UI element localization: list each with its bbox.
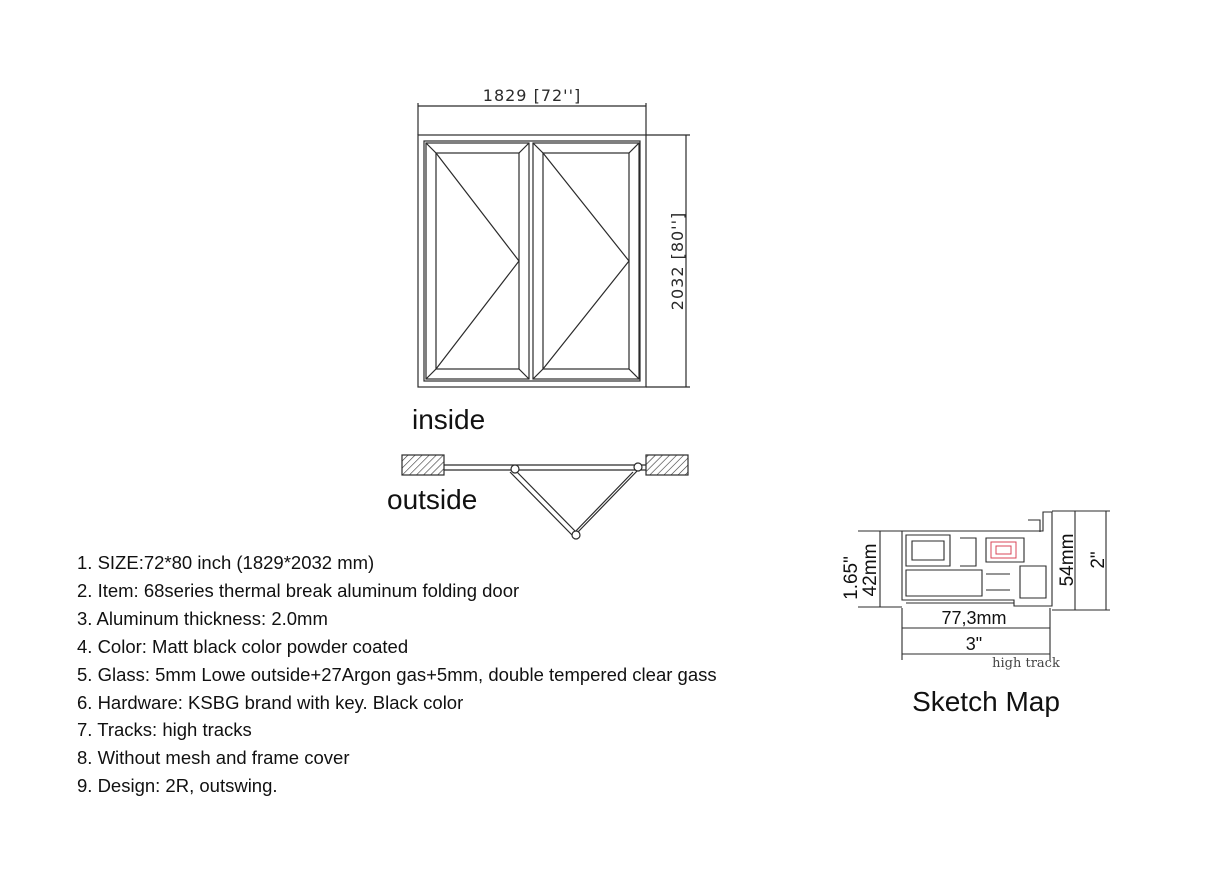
inside-label: inside xyxy=(412,404,485,435)
track-profile-section xyxy=(858,510,1110,660)
spec-item: 9. Design: 2R, outswing. xyxy=(77,775,278,797)
door-elevation xyxy=(417,103,690,388)
spec-item: 1. SIZE:72*80 inch (1829*2032 mm) xyxy=(77,552,375,573)
dim-2in-label: 2" xyxy=(1088,551,1109,568)
thermal-break-highlight xyxy=(990,541,1017,559)
plan-view xyxy=(401,454,689,540)
spec-item: 4. Color: Matt black color powder coated xyxy=(77,635,409,657)
high-track-label: high track xyxy=(992,656,1060,671)
spec-item: 7. Tracks: high tracks xyxy=(77,719,252,741)
left-panel xyxy=(425,142,530,380)
height-dimension-label: 2032 [80''] xyxy=(668,212,687,310)
width-dimension-label: 1829 [72''] xyxy=(483,86,581,105)
dim-165in-label: 1.65" xyxy=(841,556,862,600)
dim-773mm-label: 77,3mm xyxy=(941,608,1006,628)
right-panel xyxy=(532,142,640,380)
dim-3in-label: 3" xyxy=(966,634,982,654)
spec-item: 6. Hardware: KSBG brand with key. Black … xyxy=(77,691,464,713)
spec-item: 3. Aluminum thickness: 2.0mm xyxy=(77,607,328,629)
dim-42mm-label: 42mm xyxy=(860,544,881,597)
sketch-map-title: Sketch Map xyxy=(912,686,1060,717)
spec-item: 2. Item: 68series thermal break aluminum… xyxy=(77,579,520,601)
spec-item: 5. Glass: 5mm Lowe outside+27Argon gas+5… xyxy=(77,663,717,685)
spec-list: 1. SIZE:72*80 inch (1829*2032 mm) 2. Ite… xyxy=(77,549,717,800)
outside-label: outside xyxy=(387,484,477,515)
dim-54mm-label: 54mm xyxy=(1057,534,1078,587)
spec-item: 8. Without mesh and frame cover xyxy=(77,747,350,769)
